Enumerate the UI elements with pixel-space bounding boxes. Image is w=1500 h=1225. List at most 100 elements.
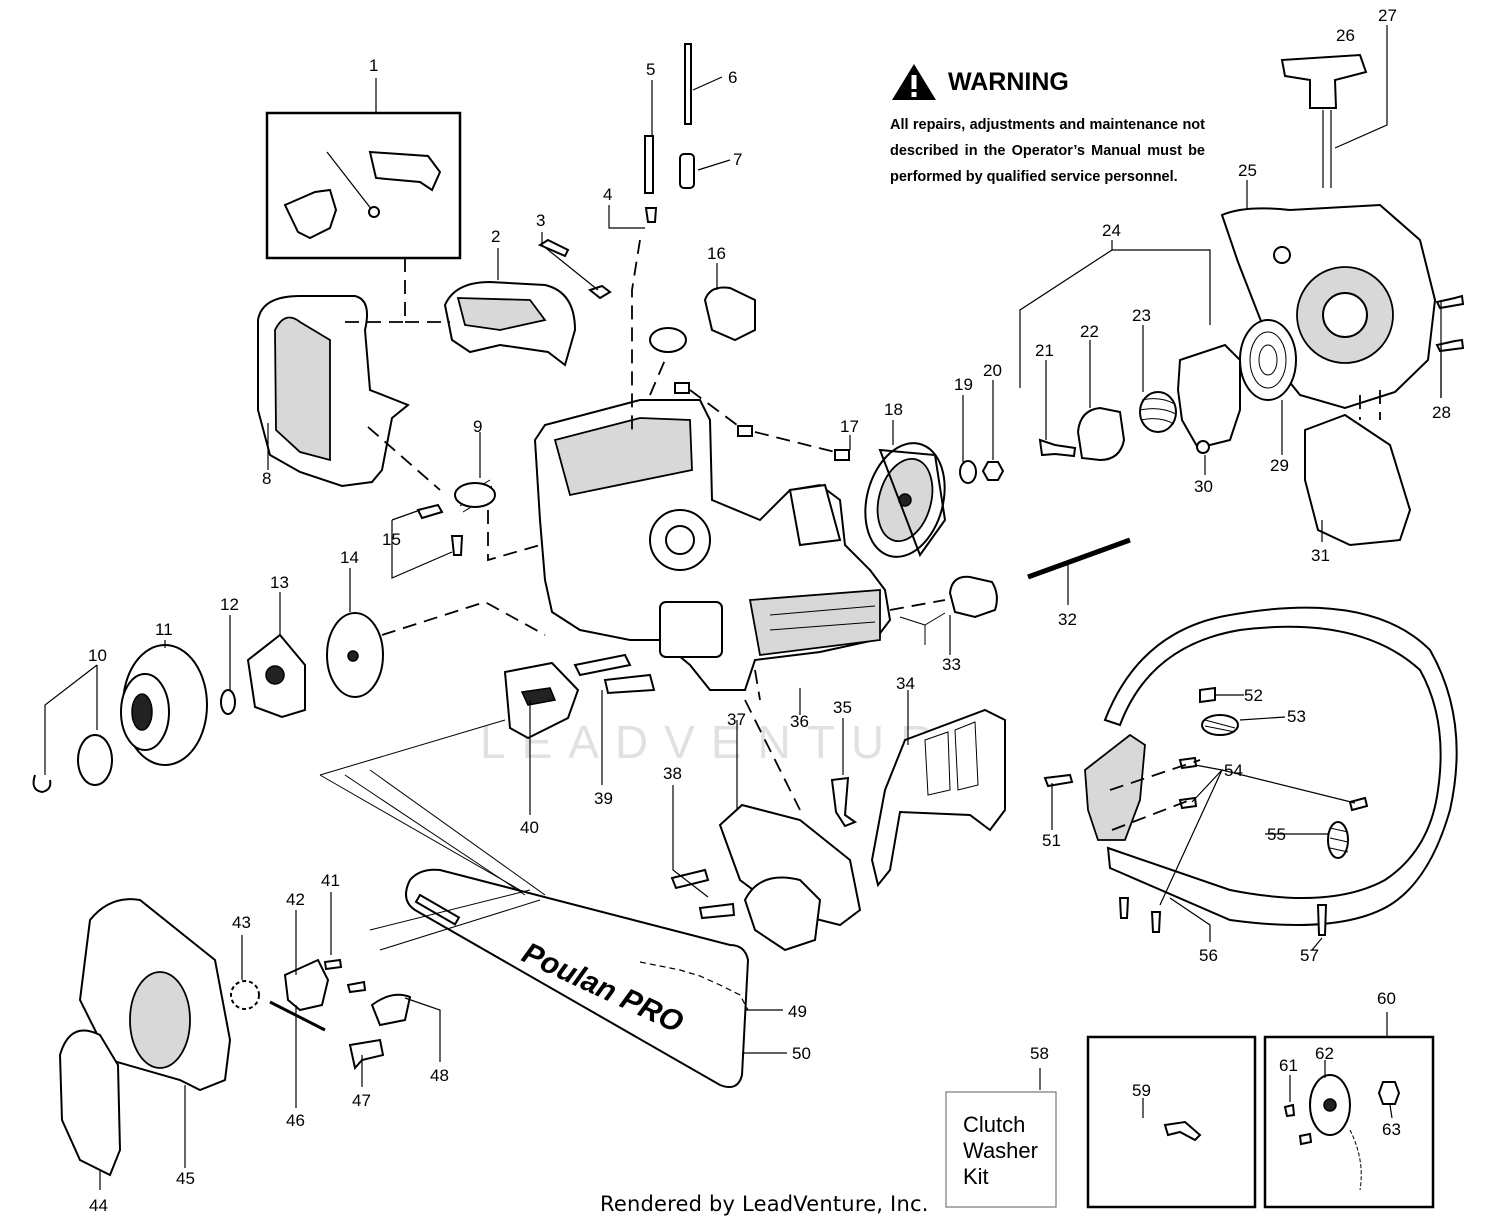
callout-6: 6 <box>728 68 737 87</box>
callout-16: 16 <box>707 244 726 263</box>
oil-pump <box>283 958 330 1012</box>
callout-55: 55 <box>1267 825 1286 844</box>
guide-bar: Poulan PRO <box>405 868 750 1088</box>
callout-39: 39 <box>594 789 613 808</box>
screw-56a <box>1118 897 1130 919</box>
callout-61: 61 <box>1279 1056 1298 1075</box>
callout-27: 27 <box>1378 6 1397 25</box>
screw-41b <box>346 980 367 994</box>
callout-9: 9 <box>473 417 482 436</box>
part-59-box <box>1086 1035 1257 1209</box>
hand-guard <box>870 708 1006 888</box>
callout-25: 25 <box>1238 161 1257 180</box>
clutch-washer <box>326 612 384 698</box>
screw-41 <box>323 958 343 971</box>
starter-pulley <box>1176 343 1241 450</box>
callout-62: 62 <box>1315 1044 1334 1063</box>
warning-icon <box>892 64 936 100</box>
screw-54c <box>1348 796 1369 812</box>
callout-13: 13 <box>270 573 289 592</box>
clutch <box>246 633 306 719</box>
kit-box <box>945 1091 1057 1208</box>
callout-3: 3 <box>536 211 545 230</box>
kit-label: Clutch Washer Kit <box>963 1112 1038 1189</box>
chain-guide <box>370 993 412 1027</box>
clip-17b <box>737 425 753 437</box>
screw-54b <box>1178 796 1198 810</box>
warning-notice: WARNING All repairs, adjustments and mai… <box>890 62 1205 190</box>
callout-22: 22 <box>1080 322 1099 341</box>
callout-60: 60 <box>1377 989 1396 1008</box>
callout-63: 63 <box>1382 1120 1401 1139</box>
callout-36: 36 <box>790 712 809 731</box>
callout-17: 17 <box>840 417 859 436</box>
callout-38: 38 <box>663 764 682 783</box>
clip-17c <box>834 449 850 461</box>
callout-32: 32 <box>1058 610 1077 629</box>
callout-34: 34 <box>896 674 915 693</box>
saw-chain <box>639 961 749 1011</box>
screw-38a <box>670 868 710 890</box>
callout-46: 46 <box>286 1111 305 1130</box>
callout-15: 15 <box>382 530 401 549</box>
callout-7: 7 <box>733 150 742 169</box>
sprocket <box>230 980 260 1010</box>
part-60-items <box>1283 1074 1401 1191</box>
screw-28a <box>1435 294 1465 310</box>
screw-56b <box>1150 911 1162 933</box>
pulley-22 <box>1076 406 1126 462</box>
callout-29: 29 <box>1270 456 1289 475</box>
callout-20: 20 <box>983 361 1002 380</box>
callout-26: 26 <box>1336 26 1355 45</box>
callout-28: 28 <box>1432 403 1451 422</box>
spring-35 <box>830 776 858 828</box>
screw-3b <box>587 284 612 300</box>
callout-8: 8 <box>262 469 271 488</box>
callout-51: 51 <box>1042 831 1061 850</box>
callout-30: 30 <box>1194 477 1213 496</box>
fuel-cap <box>899 575 998 645</box>
washer-19 <box>959 460 977 484</box>
callout-31: 31 <box>1311 546 1330 565</box>
washer-10 <box>77 734 113 786</box>
worm-shaft <box>269 1000 326 1032</box>
screw-38b <box>698 902 736 920</box>
callout-57: 57 <box>1300 946 1319 965</box>
pin-7 <box>679 153 695 189</box>
callout-10: 10 <box>88 646 107 665</box>
rewind-spring <box>1239 319 1297 401</box>
callout-19: 19 <box>954 375 973 394</box>
screw-15a <box>416 503 444 520</box>
callout-35: 35 <box>833 698 852 717</box>
callout-49: 49 <box>788 1002 807 1021</box>
muffler <box>503 661 580 740</box>
e-clip-10 <box>32 774 52 794</box>
callout-37: 37 <box>727 710 746 729</box>
engine-housing <box>533 399 892 691</box>
callout-52: 52 <box>1244 686 1263 705</box>
screw-51 <box>1043 773 1074 788</box>
callout-5: 5 <box>646 60 655 79</box>
flywheel <box>864 442 947 558</box>
part-60-box <box>1263 1035 1435 1209</box>
sprocket-cover <box>78 898 232 1092</box>
screw-3a <box>537 238 570 258</box>
screw-21 <box>1038 438 1077 458</box>
bolt-39a <box>573 653 632 677</box>
nut-20 <box>981 461 1005 481</box>
screw-15b <box>450 535 464 556</box>
callout-24: 24 <box>1102 221 1121 240</box>
starter-handle <box>1280 53 1368 188</box>
callout-50: 50 <box>792 1044 811 1063</box>
spring-55 <box>1327 821 1349 859</box>
callout-54: 54 <box>1224 761 1243 780</box>
callout-1: 1 <box>369 56 378 75</box>
callout-4: 4 <box>603 185 612 204</box>
callout-14: 14 <box>340 548 359 567</box>
warning-text: All repairs, adjustments and maintenance… <box>890 117 1205 185</box>
callout-41: 41 <box>321 871 340 890</box>
rod-32 <box>1027 537 1131 580</box>
chain-routing-lines <box>319 719 546 951</box>
footer-credit: Rendered by LeadVenture, Inc. <box>600 1192 929 1216</box>
